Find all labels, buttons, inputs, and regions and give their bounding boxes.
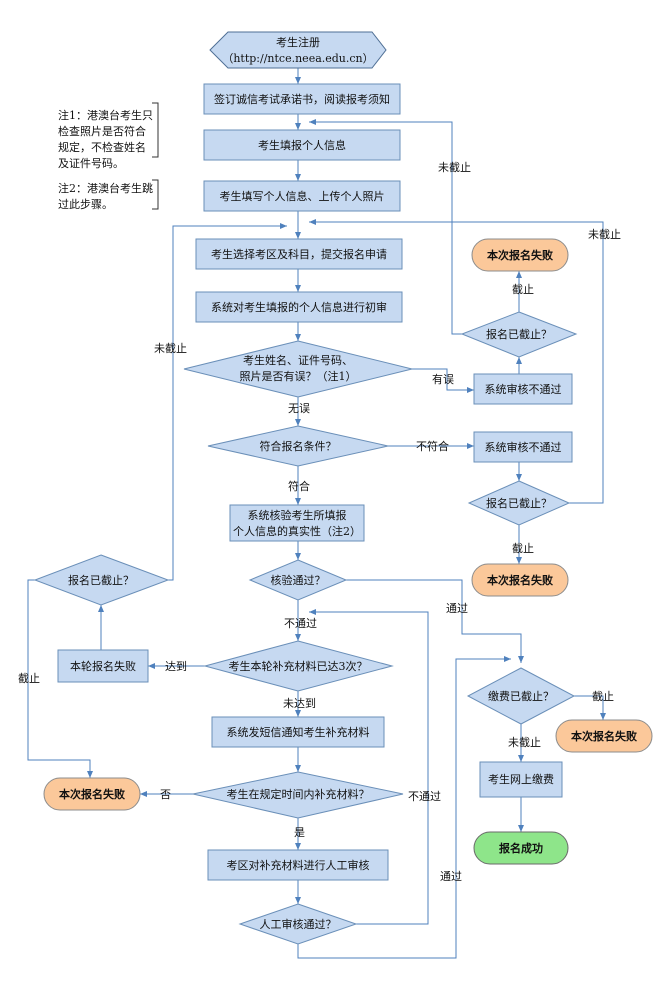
step-sign: 签订诚信考试承诺书，阅读报考须知 xyxy=(203,83,401,115)
terminal-fail-top: 本次报名失败 xyxy=(471,238,569,272)
step-verify: 系统核验考生所填报 个人信息的真实性（注2） xyxy=(229,504,365,542)
connectors xyxy=(27,68,606,959)
label-yes: 是 xyxy=(294,826,305,839)
terminal-fail-mid: 本次报名失败 xyxy=(471,563,569,597)
note2-line2: 过此步骤。 xyxy=(58,198,113,211)
label-not-closed-b: 未截止 xyxy=(588,227,621,241)
label-closed-a: 截止 xyxy=(512,282,534,296)
note1-line2: 检查照片是否符合 xyxy=(58,124,146,138)
svg-text:照片是否有误？（注1）: 照片是否有误？（注1） xyxy=(240,369,357,383)
terminal-fail-left: 本次报名失败 xyxy=(43,777,141,811)
start-url: （http://ntce.neea.edu.cn） xyxy=(222,52,373,65)
label-pass-b: 通过 xyxy=(440,870,462,883)
step-manual-review: 考区对补充材料进行人工审核 xyxy=(207,849,389,881)
label-pass-a: 通过 xyxy=(446,602,468,615)
label-not-closed-d: 未截止 xyxy=(508,735,541,749)
svg-text:本次报名失败: 本次报名失败 xyxy=(571,729,637,743)
svg-text:考生填报个人信息: 考生填报个人信息 xyxy=(258,138,346,152)
label-no-error: 无误 xyxy=(288,402,310,415)
note-2: 注2：港澳台考生跳 过此步骤。 xyxy=(58,179,159,211)
svg-text:缴费已截止？: 缴费已截止？ xyxy=(488,689,554,703)
svg-text:考生本轮补充材料已达3次？: 考生本轮补充材料已达3次？ xyxy=(229,659,368,673)
decision-eligible: 符合报名条件？ xyxy=(207,425,389,467)
note1-line4: 及证件号码。 xyxy=(58,157,124,170)
decision-in-time: 考生在规定时间内补充材料？ xyxy=(192,771,404,819)
step-photo: 考生填写个人信息、上传个人照片 xyxy=(203,180,401,212)
label-not-pass-b: 不通过 xyxy=(408,790,441,803)
step-review: 系统对考生填报的个人信息进行初审 xyxy=(195,291,403,323)
svg-text:本次报名失败: 本次报名失败 xyxy=(487,248,553,262)
svg-text:本次报名失败: 本次报名失败 xyxy=(59,787,125,801)
svg-text:本次报名失败: 本次报名失败 xyxy=(487,573,553,587)
note1-line3: 规定，不检查姓名 xyxy=(58,140,146,154)
step-reject-2: 系统审核不通过 xyxy=(473,431,573,463)
decision-verified: 核验通过？ xyxy=(248,559,348,601)
label-not-match: 不符合 xyxy=(416,439,449,453)
note-1: 注1：港澳台考生只 检查照片是否符合 规定，不检查姓名 及证件号码。 xyxy=(58,102,159,170)
svg-text:系统核验考生所填报: 系统核验考生所填报 xyxy=(248,508,347,522)
svg-text:核验通过？: 核验通过？ xyxy=(271,573,326,587)
label-not-closed-a: 未截止 xyxy=(438,160,471,174)
decision-deadline-mid: 报名已截止？ xyxy=(467,480,571,526)
svg-text:签订诚信考试承诺书，阅读报考须知: 签订诚信考试承诺书，阅读报考须知 xyxy=(214,92,390,106)
step-pay: 考生网上缴费 xyxy=(479,761,563,798)
decision-three-times: 考生本轮补充材料已达3次？ xyxy=(203,640,394,692)
svg-text:系统审核不通过: 系统审核不通过 xyxy=(485,440,562,454)
svg-text:系统对考生填报的个人信息进行初审: 系统对考生填报的个人信息进行初审 xyxy=(211,300,387,314)
label-no: 否 xyxy=(160,788,171,801)
label-not-reached: 未达到 xyxy=(283,697,316,710)
step-fill-info: 考生填报个人信息 xyxy=(203,129,401,161)
start-title: 考生注册 xyxy=(276,35,320,49)
note2-line1: 注2：港澳台考生跳 xyxy=(58,181,153,195)
edge-labels: 未截止 未截止 未截止 未截止 截止 截止 截止 截止 有误 无误 不符合 符合… xyxy=(18,160,621,883)
svg-text:系统发短信通知考生补充材料: 系统发短信通知考生补充材料 xyxy=(227,725,370,739)
terminal-success: 报名成功 xyxy=(473,831,569,865)
label-not-closed-c: 未截止 xyxy=(154,341,187,355)
decision-deadline-left: 报名已截止？ xyxy=(33,554,170,606)
step-select: 考生选择考区及科目，提交报名申请 xyxy=(195,238,403,270)
label-has-error: 有误 xyxy=(432,372,454,386)
decision-name-check: 考生姓名、证件号码、 照片是否有误？（注1） xyxy=(183,340,413,398)
svg-text:考生选择考区及科目，提交报名申请: 考生选择考区及科目，提交报名申请 xyxy=(211,247,387,261)
start-node: 考生注册 （http://ntce.neea.edu.cn） xyxy=(209,31,387,69)
label-closed-d: 截止 xyxy=(592,689,614,703)
decision-manual-ok: 人工审核通过？ xyxy=(238,903,358,945)
step-round-fail: 本轮报名失败 xyxy=(57,649,149,683)
svg-text:报名已截止？: 报名已截止？ xyxy=(68,573,134,587)
svg-text:本轮报名失败: 本轮报名失败 xyxy=(70,659,136,673)
svg-text:报名已截止？: 报名已截止？ xyxy=(486,327,552,341)
label-reached: 达到 xyxy=(165,660,187,673)
step-sms: 系统发短信通知考生补充材料 xyxy=(211,716,385,748)
terminal-fail-right: 本次报名失败 xyxy=(555,719,653,753)
step-reject-1: 系统审核不通过 xyxy=(473,373,573,405)
label-not-pass-a: 不通过 xyxy=(284,617,317,630)
svg-text:符合报名条件？: 符合报名条件？ xyxy=(260,439,337,453)
decision-deadline-top: 报名已截止？ xyxy=(460,311,578,358)
svg-text:报名成功: 报名成功 xyxy=(499,841,543,855)
svg-text:考生填写个人信息、上传个人照片: 考生填写个人信息、上传个人照片 xyxy=(220,189,385,203)
svg-text:考生姓名、证件号码、: 考生姓名、证件号码、 xyxy=(243,353,353,367)
svg-text:系统审核不通过: 系统审核不通过 xyxy=(485,382,562,396)
label-closed-c: 截止 xyxy=(18,671,40,685)
svg-text:考生网上缴费: 考生网上缴费 xyxy=(488,772,554,786)
decision-pay-deadline: 缴费已截止？ xyxy=(466,667,576,725)
svg-text:人工审核通过？: 人工审核通过？ xyxy=(260,917,337,931)
note1-line1: 注1：港澳台考生只 xyxy=(58,108,153,122)
label-closed-b: 截止 xyxy=(512,541,534,555)
svg-text:个人信息的真实性（注2）: 个人信息的真实性（注2） xyxy=(233,524,361,538)
svg-text:报名已截止？: 报名已截止？ xyxy=(486,496,552,510)
svg-text:考区对补充材料进行人工审核: 考区对补充材料进行人工审核 xyxy=(227,858,370,872)
label-match: 符合 xyxy=(288,479,310,493)
svg-text:考生在规定时间内补充材料？: 考生在规定时间内补充材料？ xyxy=(227,787,370,801)
